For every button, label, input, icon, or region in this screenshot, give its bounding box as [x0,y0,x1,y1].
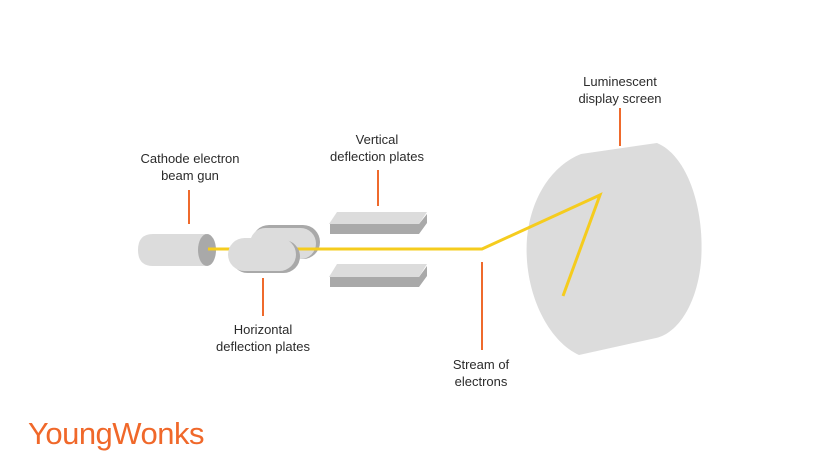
brand-logo: YoungWonks [28,416,204,451]
label-stream-line1: Stream of [452,357,510,372]
label-horizontal-line2: deflection plates [216,339,310,354]
electron-beam [208,192,603,297]
cathode-electron-beam-gun [138,234,216,266]
label-vertical-line1: Vertical [355,132,399,147]
display-screen [526,143,702,355]
label-cathode-electron-beam-gun: Cathode electron beam gun [125,150,255,184]
label-stream-line2: electrons [454,374,508,389]
label-horizontal-deflection-plates: Horizontal deflection plates [200,321,326,355]
label-vertical-line2: deflection plates [330,149,424,164]
label-horizontal-line1: Horizontal [233,322,293,337]
label-screen-line1: Luminescent [583,74,657,89]
label-screen-line2: display screen [578,91,662,106]
label-cathode-line1: Cathode electron [140,151,240,166]
label-luminescent-display-screen: Luminescent display screen [560,73,680,107]
label-cathode-line2: beam gun [161,168,219,183]
horizontal-deflection-plate-front [228,238,300,273]
vertical-deflection-plate-top [329,212,427,234]
label-vertical-deflection-plates: Vertical deflection plates [315,131,439,165]
vertical-deflection-plate-bottom [329,264,427,287]
label-stream-of-electrons: Stream of electrons [433,356,529,390]
